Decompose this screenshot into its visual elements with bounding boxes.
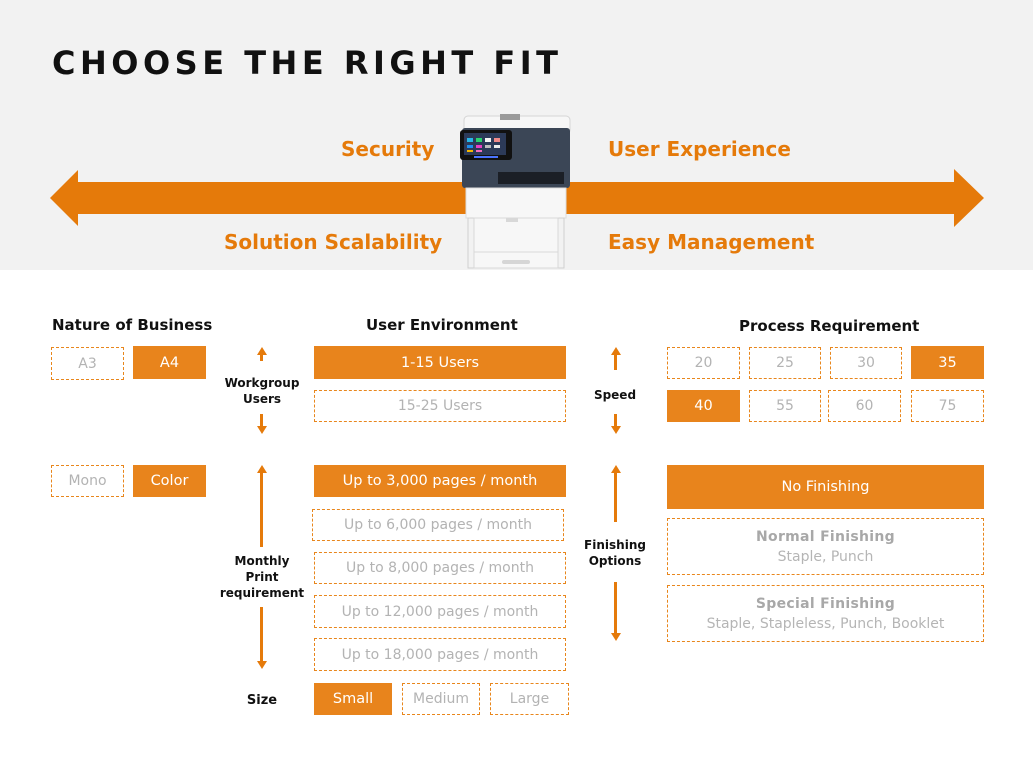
range-line (614, 472, 617, 522)
range-line (614, 582, 617, 634)
range-line (260, 607, 263, 662)
benefit-security: Security (341, 137, 435, 161)
option-normal-finishing[interactable]: Normal Finishing Staple, Punch (667, 518, 984, 575)
size-label: Size (246, 693, 278, 708)
monthly-print-requirement-label: Monthly Print requirement (219, 554, 305, 600)
option-speed-75[interactable]: 75 (911, 390, 984, 422)
finishing-options-label: Finishing Options (584, 538, 646, 568)
range-line (614, 414, 617, 427)
arrow-down-icon (611, 633, 621, 641)
option-size-small[interactable]: Small (314, 683, 392, 715)
printer-icon (460, 114, 571, 269)
benefit-easy-management: Easy Management (608, 230, 815, 254)
option-speed-30[interactable]: 30 (830, 347, 902, 379)
arrow-up-icon (611, 465, 621, 473)
arrow-down-icon (257, 426, 267, 434)
range-line (260, 472, 263, 547)
option-size-large[interactable]: Large (490, 683, 569, 715)
option-pages-6000[interactable]: Up to 6,000 pages / month (312, 509, 564, 541)
option-mono[interactable]: Mono (51, 465, 124, 497)
heading-user-environment: User Environment (366, 316, 518, 334)
option-pages-3000[interactable]: Up to 3,000 pages / month (314, 465, 566, 497)
arrow-up-icon (611, 347, 621, 355)
option-speed-60[interactable]: 60 (828, 390, 901, 422)
option-pages-12000[interactable]: Up to 12,000 pages / month (314, 595, 566, 628)
page-title: CHOOSE THE RIGHT FIT (52, 44, 563, 82)
arrow-right-icon (550, 169, 984, 227)
benefit-solution-scalability: Solution Scalability (224, 230, 443, 254)
option-size-medium[interactable]: Medium (402, 683, 480, 715)
option-speed-35[interactable]: 35 (911, 346, 984, 379)
arrow-down-icon (257, 661, 267, 669)
option-special-finishing[interactable]: Special Finishing Staple, Stapleless, Pu… (667, 585, 984, 642)
option-pages-18000[interactable]: Up to 18,000 pages / month (314, 638, 566, 671)
range-line (260, 354, 263, 361)
benefit-user-experience: User Experience (608, 137, 791, 161)
option-color[interactable]: Color (133, 465, 206, 497)
option-users-15-25[interactable]: 15-25 Users (314, 390, 566, 422)
range-line (260, 414, 263, 427)
option-users-1-15[interactable]: 1-15 Users (314, 346, 566, 379)
workgroup-users-label: Workgroup Users (224, 376, 300, 406)
double-arrow-icon (50, 169, 984, 227)
heading-nature-of-business: Nature of Business (52, 316, 213, 334)
special-finishing-subtitle: Staple, Stapleless, Punch, Booklet (706, 615, 945, 632)
speed-label: Speed (593, 388, 637, 402)
heading-process-requirement: Process Requirement (739, 317, 920, 335)
special-finishing-title: Special Finishing (755, 595, 896, 612)
option-no-finishing[interactable]: No Finishing (667, 465, 984, 509)
normal-finishing-title: Normal Finishing (756, 528, 895, 545)
option-a4[interactable]: A4 (133, 346, 206, 379)
option-a3[interactable]: A3 (51, 347, 124, 380)
range-line (614, 354, 617, 370)
arrow-left-icon (50, 170, 470, 226)
option-speed-40[interactable]: 40 (667, 390, 740, 422)
arrow-up-icon (257, 465, 267, 473)
option-pages-8000[interactable]: Up to 8,000 pages / month (314, 552, 566, 584)
option-speed-20[interactable]: 20 (667, 347, 740, 379)
arrow-up-icon (257, 347, 267, 355)
normal-finishing-subtitle: Staple, Punch (777, 548, 874, 565)
option-speed-55[interactable]: 55 (749, 390, 821, 422)
arrow-down-icon (611, 426, 621, 434)
hero-banner: CHOOSE THE RIGHT FIT Security Solution S… (0, 0, 1033, 270)
option-speed-25[interactable]: 25 (749, 347, 821, 379)
